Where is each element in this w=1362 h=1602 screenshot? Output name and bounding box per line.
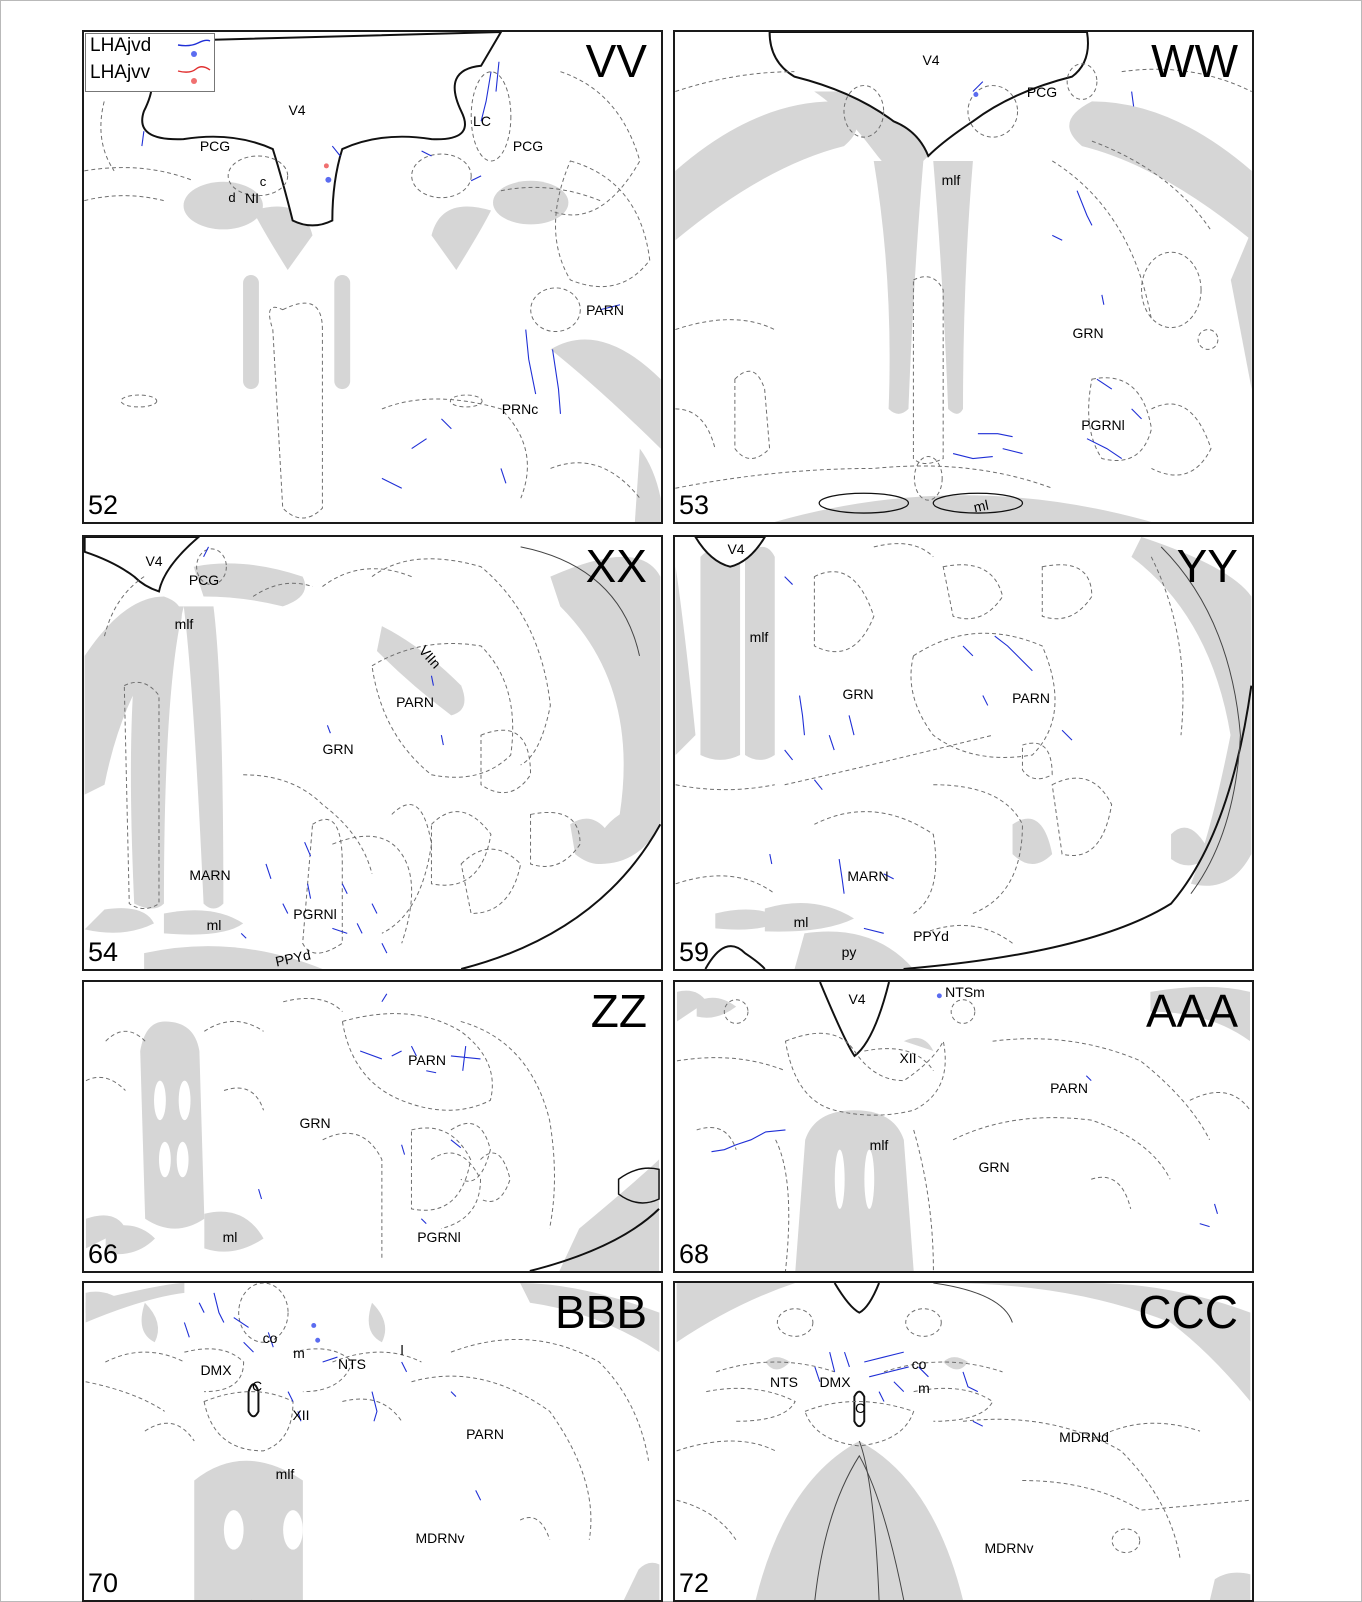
region-label-parn: PARN: [396, 694, 434, 710]
region-label-xii: XII: [292, 1407, 310, 1423]
panel-bbb: co m NTS l DMX C XII PARN mlf MDRNv BBB …: [82, 1281, 663, 1602]
region-label-dmx: DMX: [819, 1374, 851, 1390]
region-label-parn: PARN: [1050, 1080, 1088, 1096]
region-label-pgrnl: PGRNl: [1081, 417, 1125, 433]
region-label-parn: PARN: [466, 1426, 504, 1442]
atlas-section-72: [676, 1283, 1251, 1600]
region-label-ppyd: PPYd: [913, 928, 949, 944]
region-label-mlf: mlf: [941, 172, 961, 188]
panel-vv: V4 PCG PCG LC NI c d PARN PRNc VV 52: [82, 30, 663, 524]
region-label-pcg: PCG: [512, 138, 544, 154]
section-level: 53: [679, 490, 710, 520]
region-label-grn: GRN: [322, 741, 354, 757]
region-label-pgrnl: PGRNl: [417, 1229, 461, 1245]
section-level: 54: [88, 937, 119, 967]
section-level: 59: [679, 937, 710, 967]
region-label-co: co: [262, 1330, 278, 1346]
region-label-c: C: [854, 1400, 866, 1416]
panel-yy: V4 mlf GRN PARN MARN ml PPYd py YY 59: [673, 535, 1254, 971]
region-label-marn: MARN: [847, 868, 889, 884]
region-label-lc: LC: [473, 113, 491, 129]
region-label-parn: PARN: [408, 1052, 446, 1068]
panel-letter: YY: [1176, 540, 1238, 592]
section-level: 72: [679, 1568, 710, 1598]
region-label-dmx: DMX: [200, 1362, 232, 1378]
region-label-mdrnd: MDRNd: [1059, 1429, 1109, 1445]
atlas-section-59: [675, 537, 1252, 969]
panel-letter: WW: [1151, 35, 1238, 87]
region-label-c: c: [259, 174, 267, 189]
atlas-section-52: [84, 32, 661, 522]
panel-letter: ZZ: [590, 985, 647, 1037]
region-label-v4: V4: [288, 102, 306, 118]
region-label-xii: XII: [899, 1050, 917, 1066]
region-label-pcg: PCG: [1026, 84, 1058, 100]
region-label-m: m: [293, 1345, 305, 1361]
region-label-parn: PARN: [1012, 690, 1050, 706]
region-label-ntsm: NTSm: [945, 984, 985, 1000]
region-label-v4: V4: [145, 553, 163, 569]
region-label-v4: V4: [848, 991, 866, 1007]
panel-ccc: co NTS DMX m C MDRNd MDRNv CCC 72: [673, 1281, 1254, 1602]
region-label-grn: GRN: [978, 1159, 1010, 1175]
atlas-section-70: [85, 1283, 660, 1600]
region-label-mdrnv: MDRNv: [415, 1530, 465, 1546]
atlas-section-53: [675, 32, 1252, 522]
region-label-grn: GRN: [1072, 325, 1104, 341]
region-label-mlf: mlf: [275, 1466, 295, 1482]
region-label-mlf: mlf: [749, 629, 769, 645]
region-label-mlf: mlf: [869, 1137, 889, 1153]
region-label-ml: ml: [206, 917, 222, 933]
panel-zz: PARN GRN ml PGRNl ZZ 66: [82, 980, 663, 1273]
region-label-c: C: [251, 1378, 263, 1394]
region-label-ml: ml: [793, 914, 809, 930]
panel-aaa: V4 NTSm XII PARN mlf GRN AAA 68: [673, 980, 1254, 1273]
region-label-prnc: PRNc: [501, 401, 539, 417]
panel-xx: V4 PCG mlf VIIn PARN GRN MARN PGRNl ml P…: [82, 535, 663, 971]
region-label-d: d: [228, 190, 236, 205]
region-label-nts: NTS: [770, 1374, 798, 1390]
legend-label: LHAjvd: [90, 35, 152, 56]
atlas-section-68: [676, 982, 1251, 1271]
region-label-v4: V4: [922, 52, 940, 68]
atlas-section-54: [84, 537, 661, 969]
panel-letter: CCC: [1138, 1286, 1238, 1338]
region-label-v4: V4: [727, 541, 745, 557]
panel-letter: XX: [585, 540, 647, 592]
panel-letter: AAA: [1145, 985, 1238, 1037]
section-level: 52: [88, 490, 119, 520]
region-label-pcg: PCG: [188, 572, 220, 588]
panel-letter: BBB: [554, 1286, 647, 1338]
region-label-pcg: PCG: [199, 138, 231, 154]
section-level: 68: [679, 1239, 710, 1269]
legend-label: LHAjvv: [90, 62, 151, 83]
region-label-marn: MARN: [189, 867, 231, 883]
region-label-py: py: [841, 944, 857, 960]
region-label-m: m: [918, 1380, 930, 1396]
panel-ww: V4 PCG mlf GRN PGRNl ml WW 53: [673, 30, 1254, 524]
red-fiber-icon: [177, 66, 211, 84]
region-label-ni: NI: [245, 190, 259, 206]
region-label-grn: GRN: [842, 686, 874, 702]
region-label-nts: NTS: [338, 1356, 366, 1372]
region-label-ml: ml: [972, 496, 990, 516]
section-level: 66: [88, 1239, 119, 1269]
region-label-co: co: [911, 1356, 927, 1372]
blue-fiber-icon: [177, 39, 211, 57]
region-label-l: l: [400, 1342, 404, 1358]
section-level: 70: [88, 1568, 119, 1598]
legend: LHAjvd LHAjvv: [85, 33, 215, 92]
region-label-ml: ml: [222, 1229, 238, 1245]
panel-letter: VV: [585, 35, 647, 87]
region-label-parn: PARN: [586, 302, 624, 318]
region-label-mlf: mlf: [174, 616, 194, 632]
atlas-section-66: [85, 993, 660, 1271]
region-label-mdrnv: MDRNv: [984, 1540, 1034, 1556]
region-label-pgrnl: PGRNl: [293, 906, 337, 922]
region-label-grn: GRN: [299, 1115, 331, 1131]
